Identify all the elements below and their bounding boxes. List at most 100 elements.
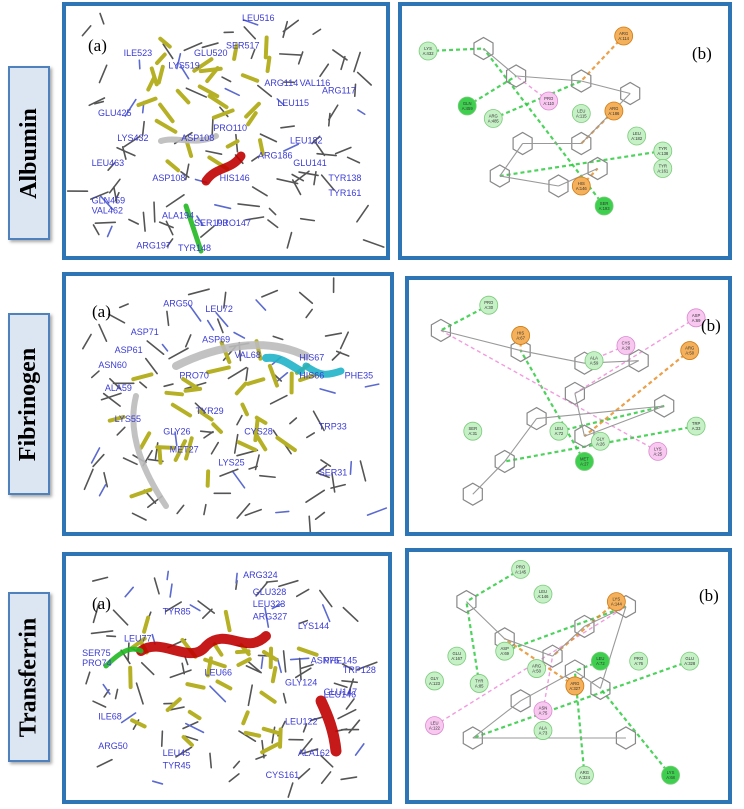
residue-name: PRO (634, 656, 644, 661)
residue-stick (348, 719, 361, 734)
residue-stick (276, 98, 285, 106)
ligand-bond (259, 690, 277, 704)
residue-label: HIS146 (220, 173, 250, 183)
residue-label: ALA162 (298, 748, 330, 758)
ligand-bond (157, 446, 163, 465)
residue-stick (197, 600, 216, 614)
residue-stick (114, 688, 119, 700)
residue-stick (187, 288, 210, 296)
residue-stick (278, 53, 302, 56)
ligand-bond (240, 402, 249, 417)
residue-label: ILE523 (124, 48, 153, 58)
ligand-bond (504, 418, 538, 462)
interaction-residue-node (614, 26, 634, 46)
residue-stick (98, 64, 108, 84)
panel-tag-b: (b) (701, 316, 721, 335)
residue-stick (203, 503, 207, 516)
residue-stick (257, 84, 273, 98)
residue-stick (324, 332, 343, 337)
residue-label: LEU122 (285, 716, 318, 726)
residue-label: VAL462 (92, 206, 123, 216)
residue-stick (216, 318, 224, 334)
interaction-line (466, 75, 517, 107)
residue-stick (116, 146, 136, 157)
residue-label: LEU45 (163, 748, 191, 758)
interaction-residue-node (575, 452, 594, 471)
residue-label: TYR45 (163, 760, 191, 770)
ligand-bond (246, 377, 266, 386)
ligand-bond (225, 139, 240, 149)
ligand-bond (574, 670, 601, 689)
residue-name: GLY (596, 436, 604, 441)
interaction-residue-node (686, 308, 706, 328)
residue-label: ASP71 (131, 327, 159, 337)
residue-label: ARG117 (322, 86, 356, 96)
residue-stick (335, 350, 350, 357)
ligand-bond (170, 402, 193, 418)
residue-stick (312, 410, 325, 432)
residue-stick (184, 334, 192, 348)
residue-stick (364, 383, 380, 388)
residue-name: GLU (453, 651, 462, 656)
interaction-residue-node (629, 651, 649, 671)
interaction-residue-node (457, 96, 477, 116)
residue-position: A:146 (576, 186, 588, 191)
residue-stick (188, 304, 202, 322)
interaction-residue-node (627, 126, 647, 146)
residue-stick (141, 120, 145, 136)
residue-stick (231, 470, 246, 489)
residue-stick (320, 459, 332, 467)
residue-label: LYS519 (168, 61, 199, 71)
protein-name: Fibrinogen (15, 347, 42, 461)
residue-position: A:146 (538, 594, 550, 599)
residue-stick (356, 204, 369, 223)
residue-stick (184, 722, 205, 734)
residue-stick (346, 156, 361, 164)
residue-stick (236, 502, 251, 519)
residue-label: GLU147 (324, 687, 358, 697)
residue-stick (227, 366, 248, 380)
interaction-residue-node (594, 196, 614, 216)
residue-stick (341, 679, 359, 684)
residue-stick (305, 308, 313, 319)
interaction-line (492, 79, 582, 120)
ligand-bond (499, 143, 524, 177)
residue-name: TYR (475, 678, 483, 683)
residue-name: PRO (484, 300, 494, 305)
residue-stick (331, 351, 342, 361)
secondary-structure-ribbon (183, 203, 204, 254)
residue-position: A:27 (580, 461, 589, 466)
residue-stick (244, 508, 262, 517)
residue-position: A:68 (666, 775, 675, 780)
interaction-residue-node (565, 676, 585, 696)
residue-stick (251, 186, 268, 197)
residue-position: A:76 (634, 661, 643, 666)
residue-stick (330, 483, 346, 489)
residue-name: ARG (609, 106, 618, 111)
residue-stick (299, 217, 316, 222)
residue-stick (160, 730, 164, 747)
secondary-structure-ribbon (172, 341, 310, 370)
residue-stick (120, 712, 137, 724)
residue-stick (319, 388, 336, 394)
residue-label: TYR29 (196, 406, 224, 416)
residue-name: ARG (489, 114, 498, 119)
ligand-ring (512, 131, 533, 156)
residue-label: ARG50 (163, 299, 193, 309)
residue-label: SER31 (319, 468, 348, 478)
interaction-line (558, 404, 665, 433)
residue-name: LYS (613, 597, 621, 602)
residue-stick (334, 146, 352, 155)
residue-label: PRO70 (179, 370, 209, 380)
residue-stick (356, 71, 372, 86)
ligand-bond (198, 66, 223, 74)
residue-stick (88, 97, 106, 107)
ligand-bond (165, 159, 181, 173)
residue-stick (200, 225, 215, 238)
residue-label: ASP61 (115, 345, 143, 355)
residue-label: PHE35 (345, 370, 374, 380)
